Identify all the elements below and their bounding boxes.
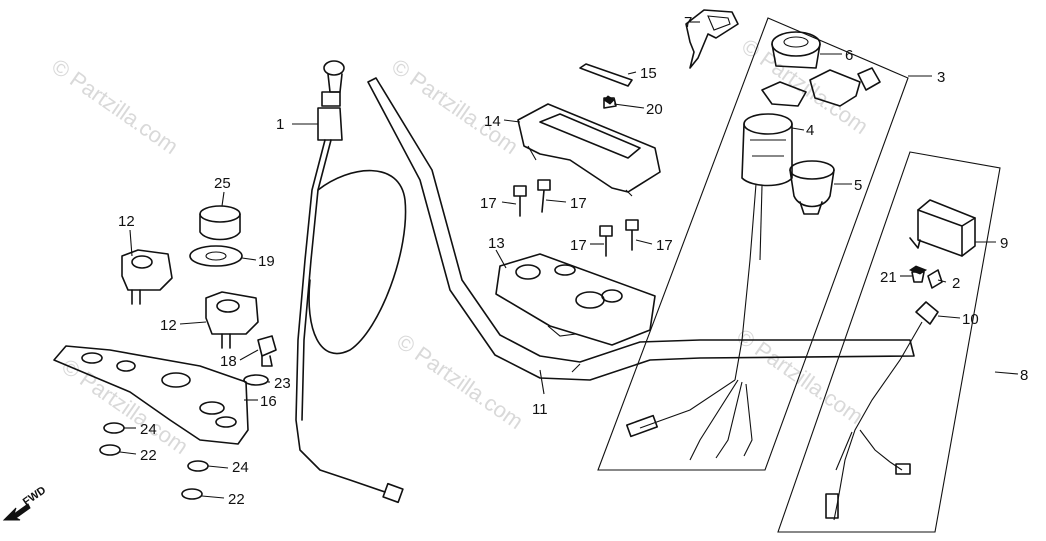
watermark-1: © Partzilla.com <box>47 54 183 160</box>
callout-9: 9 <box>1000 235 1008 252</box>
riser-lower <box>205 291 259 349</box>
callout-12-lower: 12 <box>160 317 177 334</box>
key <box>685 9 739 69</box>
callout-25: 25 <box>214 175 231 192</box>
lower-holder <box>495 253 656 346</box>
callout-7: 7 <box>684 14 692 31</box>
plate-and-nut <box>579 63 633 109</box>
watermarks: © Partzilla.com © Partzilla.com © Partzi… <box>47 34 873 460</box>
callout-22-a: 22 <box>140 447 157 464</box>
upper-holder <box>517 103 661 197</box>
connector-wire <box>825 301 939 521</box>
callout-16: 16 <box>260 393 277 410</box>
switch-cover <box>771 31 821 69</box>
relay-box <box>909 199 976 257</box>
callout-8: 8 <box>1020 367 1028 384</box>
callout-20: 20 <box>646 101 663 118</box>
callout-17-a: 17 <box>480 195 497 212</box>
switch-cap <box>789 160 835 215</box>
callout-11: 11 <box>532 401 548 418</box>
callout-6: 6 <box>845 47 853 64</box>
callout-17-d: 17 <box>656 237 673 254</box>
callout-24-b: 24 <box>232 459 249 476</box>
callout-23: 23 <box>274 375 291 392</box>
fwd-arrow: FWD <box>2 484 48 521</box>
cap-nut <box>199 205 241 241</box>
callout-14: 14 <box>484 113 501 130</box>
choke-cable <box>295 60 407 504</box>
watermark-5: © Partzilla.com <box>392 329 528 435</box>
watermark-2: © Partzilla.com <box>387 54 523 160</box>
callout-3: 3 <box>937 69 945 86</box>
bolt-and-washer <box>243 335 277 386</box>
callout-13: 13 <box>488 235 505 252</box>
callout-numbers: 1 2 3 4 5 6 7 8 9 10 11 12 12 13 14 15 1… <box>118 14 1028 508</box>
callout-17-b: 17 <box>570 195 587 212</box>
riser-upper <box>121 249 173 305</box>
callout-4: 4 <box>806 122 814 139</box>
callout-17-c: 17 <box>570 237 587 254</box>
callout-1: 1 <box>276 116 284 133</box>
callout-22-b: 22 <box>228 491 245 508</box>
callout-24-a: 24 <box>140 421 157 438</box>
screw-and-bracket <box>908 265 943 289</box>
bolts <box>513 179 639 257</box>
callout-21: 21 <box>880 269 897 286</box>
callout-5: 5 <box>854 177 862 194</box>
callout-12-upper: 12 <box>118 213 135 230</box>
washer <box>189 245 243 267</box>
fwd-label: FWD <box>21 484 48 508</box>
ignition-switch <box>625 113 793 461</box>
wire-harness-box <box>777 151 1001 533</box>
switch-body <box>761 67 881 107</box>
switch-assembly-box <box>597 17 909 471</box>
callout-2: 2 <box>952 275 960 292</box>
top-bridge <box>53 345 249 445</box>
leader-lines <box>119 21 1019 499</box>
handlebar <box>367 77 915 381</box>
callout-10: 10 <box>962 311 979 328</box>
callout-19: 19 <box>258 253 275 270</box>
callout-18: 18 <box>220 353 237 370</box>
callout-15: 15 <box>640 65 657 82</box>
